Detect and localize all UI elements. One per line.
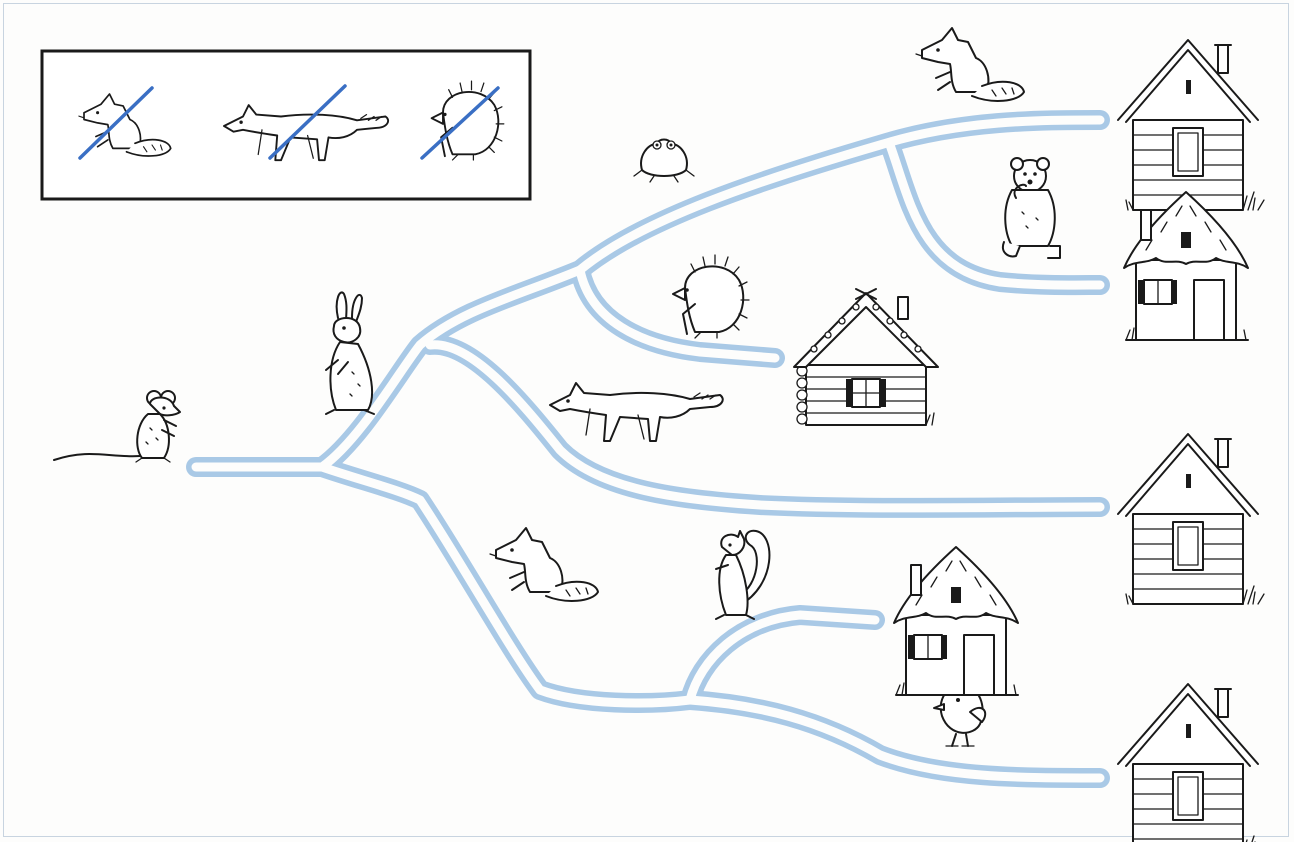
- house-thatched-upper[interactable]: [1124, 192, 1248, 340]
- house-thatched-lower[interactable]: [894, 547, 1018, 695]
- squirrel-icon: [716, 531, 769, 619]
- road-to-house-2: [890, 145, 1100, 285]
- wolf-icon: [550, 383, 723, 441]
- hedgehog-icon: [673, 255, 749, 338]
- house-plank-middle[interactable]: [1118, 434, 1264, 604]
- road-lower-main: [322, 467, 690, 703]
- legend-box: [42, 51, 530, 199]
- frog-icon: [634, 140, 694, 183]
- hare-icon: [326, 292, 374, 414]
- fox-icon: [490, 528, 598, 601]
- mouse-icon: [54, 391, 180, 462]
- fox-icon: [916, 28, 1024, 101]
- house-plank-bottom[interactable]: [1118, 684, 1264, 842]
- road-to-house-4: [430, 345, 1100, 508]
- bear-icon: [1003, 158, 1060, 258]
- house-log-cabin[interactable]: [794, 289, 938, 425]
- house-plank-top[interactable]: [1118, 40, 1264, 210]
